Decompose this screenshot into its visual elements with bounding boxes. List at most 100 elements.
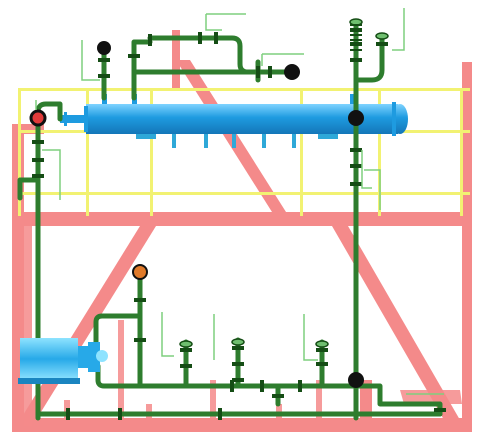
tag-leader-line bbox=[364, 169, 381, 210]
pump-discharge-pipe bbox=[93, 313, 143, 351]
header-outlet-nozzles bbox=[172, 134, 296, 148]
header-outlet-nozzle bbox=[262, 134, 266, 148]
right-column bbox=[462, 62, 472, 432]
header-top-nozzle-3 bbox=[350, 94, 355, 104]
valves-and-flanges bbox=[32, 18, 446, 420]
valve-handwheel bbox=[179, 340, 193, 348]
base-beam bbox=[14, 418, 472, 432]
header-body bbox=[86, 104, 398, 134]
riser-coil-segment bbox=[350, 24, 362, 26]
right-top-branch bbox=[353, 33, 385, 83]
instrument-ball-top-right bbox=[284, 64, 300, 80]
tag-leader-line bbox=[81, 40, 100, 81]
pipe-flange bbox=[350, 182, 362, 186]
riser-coil-segment bbox=[350, 29, 362, 31]
pump-base bbox=[18, 378, 80, 384]
tag-leader-line bbox=[161, 312, 174, 357]
pipe-flange bbox=[134, 298, 146, 302]
left-return-pipe bbox=[17, 177, 41, 201]
instrument-ball-lower bbox=[348, 372, 364, 388]
instrument-ball-pump bbox=[132, 264, 148, 280]
header-inlet-flange bbox=[64, 112, 67, 126]
pipe-flange bbox=[350, 148, 362, 152]
pipe-flange bbox=[32, 158, 44, 162]
tag-leader-line bbox=[261, 53, 304, 66]
handrail-post-6 bbox=[460, 88, 463, 216]
handrail-post-3 bbox=[150, 88, 153, 216]
valve-handwheel bbox=[375, 32, 389, 40]
pipe-flange bbox=[230, 380, 234, 392]
tag-leader-line bbox=[42, 149, 61, 200]
pipe-flange bbox=[350, 164, 362, 168]
instrument-ball-top-left bbox=[97, 41, 111, 55]
instruments bbox=[29, 41, 364, 388]
distribution-header bbox=[60, 94, 408, 148]
base-post-3 bbox=[316, 380, 322, 420]
handrail-post-2 bbox=[86, 88, 89, 216]
riser-coil-segment bbox=[350, 39, 362, 41]
pipe-flange bbox=[198, 32, 202, 44]
handrail-top bbox=[18, 88, 470, 91]
inner-left-column bbox=[24, 226, 32, 426]
handrail-low bbox=[18, 192, 470, 195]
base-post-2 bbox=[210, 380, 216, 420]
pipe-flange bbox=[272, 394, 284, 398]
pipe-flange bbox=[232, 378, 244, 382]
header-outlet-nozzle bbox=[204, 134, 208, 148]
tag-leader-line bbox=[205, 13, 246, 31]
pipe-flange bbox=[98, 58, 110, 62]
riser-coil-segment bbox=[350, 49, 362, 51]
pipe-flange bbox=[128, 54, 140, 58]
pipe-flange bbox=[232, 362, 244, 366]
pipe-flange bbox=[214, 32, 218, 44]
pipe-flange bbox=[32, 174, 44, 178]
top-diagonal-brace bbox=[176, 60, 286, 212]
header-inlet-nozzle bbox=[60, 115, 86, 123]
pipe-flange bbox=[66, 408, 70, 420]
header-outlet-nozzle bbox=[292, 134, 296, 148]
base-post-4 bbox=[360, 380, 372, 420]
pipe-flange bbox=[256, 66, 260, 78]
lower-header-pipe bbox=[95, 363, 359, 389]
pipe-flange bbox=[316, 348, 328, 352]
valve-handwheel bbox=[231, 338, 245, 346]
riser-coil-segment bbox=[350, 44, 362, 46]
pipe-flange bbox=[298, 380, 302, 392]
lower-brace-right bbox=[332, 226, 460, 420]
pipe-flange bbox=[32, 140, 44, 144]
pipe-flange bbox=[376, 42, 388, 46]
pump-coupling bbox=[78, 346, 88, 368]
riser-coil-segment bbox=[350, 34, 362, 36]
pump-eye bbox=[96, 350, 108, 362]
pipe-flange bbox=[134, 338, 146, 342]
tag-leader-line bbox=[303, 314, 318, 361]
instrument-ball-inlet bbox=[29, 109, 47, 127]
tag-leader-line bbox=[361, 150, 372, 189]
pump-body bbox=[20, 338, 78, 380]
pipe-flange bbox=[180, 348, 192, 352]
pipe-flange bbox=[98, 74, 110, 78]
right-base-branch bbox=[353, 383, 443, 417]
tag-flags bbox=[35, 8, 444, 395]
pipe-flange bbox=[232, 346, 244, 350]
pipe-flange bbox=[118, 408, 122, 420]
header-outlet-nozzle bbox=[172, 134, 176, 148]
pump-unit bbox=[18, 338, 108, 384]
pipe-flange bbox=[148, 34, 152, 46]
platform-beam bbox=[14, 212, 472, 226]
handrail-post-5 bbox=[378, 88, 381, 216]
header-saddle-right bbox=[318, 134, 338, 139]
base-post-1 bbox=[118, 320, 124, 420]
top-strut bbox=[172, 30, 180, 88]
header-outlet-nozzle bbox=[232, 134, 236, 148]
upper-beam bbox=[14, 124, 44, 134]
pipe-flange bbox=[218, 408, 222, 420]
header-end-flange bbox=[392, 102, 396, 136]
pipe-flange bbox=[180, 364, 192, 368]
pump-casing bbox=[88, 342, 100, 372]
pipe-flange bbox=[316, 362, 328, 366]
pipe-flange bbox=[268, 66, 272, 78]
tag-leader-line bbox=[392, 8, 405, 51]
instrument-ball-header bbox=[348, 110, 364, 126]
